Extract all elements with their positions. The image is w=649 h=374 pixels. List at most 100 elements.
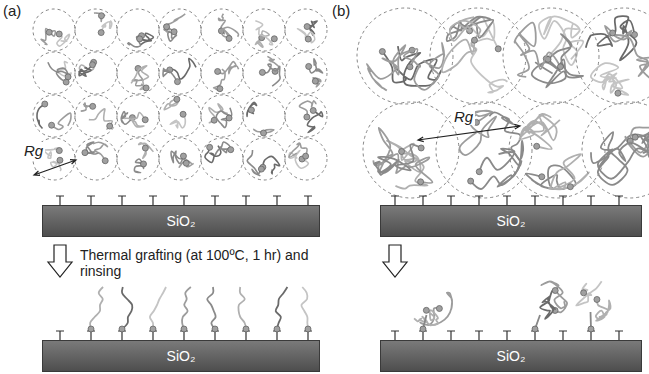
end-group <box>379 49 385 55</box>
polymer-chain <box>373 128 432 183</box>
end-group <box>632 32 638 38</box>
substrate-label: SiO₂ <box>497 213 526 229</box>
end-group <box>303 153 309 159</box>
end-group <box>306 63 312 69</box>
end-group <box>476 169 482 175</box>
gyration-circle <box>363 102 459 198</box>
anchor-group <box>559 196 567 205</box>
end-group <box>588 326 594 332</box>
end-group <box>141 161 147 167</box>
end-group <box>534 143 540 149</box>
end-group <box>248 107 254 113</box>
end-group <box>304 114 310 120</box>
gyration-circle <box>430 8 526 104</box>
end-group <box>180 111 186 117</box>
gyration-circle <box>75 95 117 137</box>
substrate-box: SiO₂ <box>380 205 642 237</box>
gyration-circle <box>243 95 285 137</box>
end-group <box>581 290 587 296</box>
polymer-chain <box>297 29 314 43</box>
substrate-label: SiO₂ <box>167 213 196 229</box>
end-group <box>150 326 156 332</box>
end-group <box>90 103 96 109</box>
end-group <box>102 158 108 164</box>
polymer-chain <box>549 154 589 189</box>
end-group <box>468 178 474 184</box>
polymer-chain <box>471 112 521 189</box>
gyration-circle <box>33 52 75 94</box>
anchor-group <box>559 331 567 340</box>
end-group <box>610 30 616 36</box>
end-group <box>418 179 424 185</box>
end-group <box>399 149 405 155</box>
process-note: Thermal grafting (at 100ºC, 1 hr) and ri… <box>80 247 325 279</box>
end-group <box>183 160 189 166</box>
end-group <box>259 69 265 75</box>
polymer-chain <box>576 281 602 305</box>
end-group <box>46 29 52 35</box>
anchor-group <box>211 196 219 205</box>
radius-label: Rg <box>22 142 45 159</box>
end-group <box>420 326 426 332</box>
end-group <box>312 78 318 84</box>
polymer-chain <box>307 110 322 132</box>
gyration-circle <box>436 102 532 198</box>
end-group <box>261 130 267 136</box>
end-group <box>212 326 218 332</box>
polymer-chain <box>598 126 649 179</box>
anchor-group <box>615 331 623 340</box>
polymer-chain <box>591 132 649 185</box>
polymer-chain <box>216 108 231 128</box>
panel-label: (a) <box>3 2 21 19</box>
polymer-chain <box>591 63 629 95</box>
gyration-circle <box>117 52 159 94</box>
end-group <box>418 145 424 151</box>
polymer-chain <box>52 113 71 129</box>
anchor-group <box>475 196 483 205</box>
anchor-group <box>475 331 483 340</box>
process-arrow <box>48 245 72 277</box>
process-arrow <box>383 245 407 277</box>
end-group <box>243 326 249 332</box>
end-group <box>137 36 143 42</box>
gyration-circle <box>33 95 75 137</box>
polymer-chain <box>605 26 649 81</box>
end-group <box>89 62 95 68</box>
end-group <box>226 35 232 41</box>
substrate-box: SiO₂ <box>42 340 320 372</box>
end-group <box>42 101 48 107</box>
anchor-group <box>56 331 64 340</box>
end-group <box>65 74 71 80</box>
polymer-chain <box>139 143 154 159</box>
anchor-group <box>503 331 511 340</box>
end-group <box>82 150 88 156</box>
end-group <box>436 306 442 312</box>
end-group <box>98 13 104 19</box>
end-group <box>632 134 638 140</box>
gyration-circle <box>159 138 201 180</box>
polymer-chain <box>89 109 112 129</box>
end-group <box>552 288 558 294</box>
end-group <box>615 90 621 96</box>
end-group <box>107 123 113 129</box>
polymer-brush <box>207 287 215 329</box>
end-group <box>539 174 545 180</box>
substrate-box: SiO₂ <box>380 340 642 372</box>
polymer-chain <box>313 78 321 87</box>
end-group <box>471 37 477 43</box>
substrate-label: SiO₂ <box>497 348 526 364</box>
end-group <box>142 145 148 151</box>
gyration-circle <box>357 8 453 104</box>
end-group <box>56 148 62 154</box>
anchor-group <box>587 196 595 205</box>
polymer-brush <box>301 287 308 329</box>
end-group <box>310 107 316 113</box>
gyration-circle <box>285 9 327 51</box>
end-group <box>207 144 213 150</box>
anchor-group <box>56 196 64 205</box>
gyration-circle <box>243 138 285 180</box>
end-group <box>49 122 55 128</box>
anchor-group <box>149 196 157 205</box>
polymer-chain <box>442 17 481 72</box>
